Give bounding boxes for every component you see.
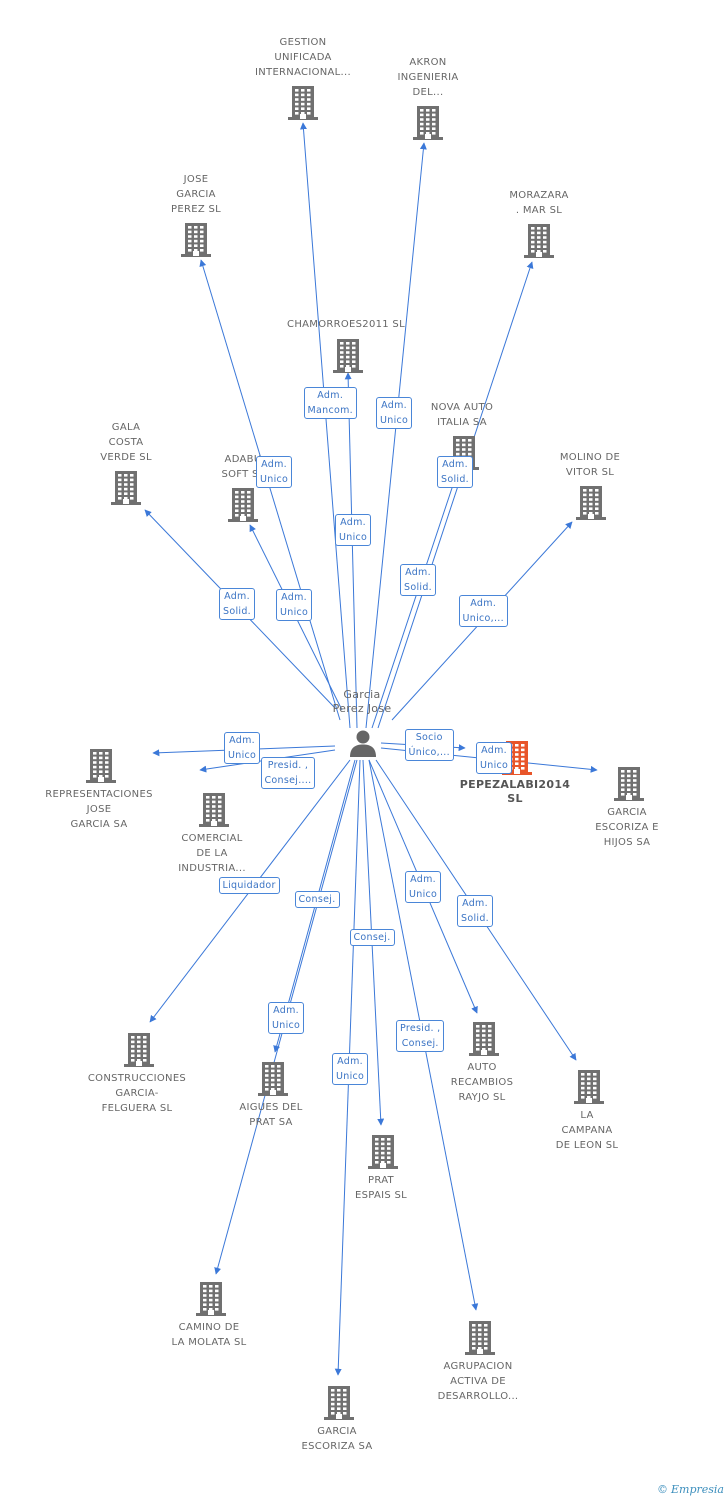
company-name: GARCIA ESCORIZA SA <box>301 1426 373 1452</box>
brand-name: Empresia <box>671 1483 724 1496</box>
edge-label-jose_garcia[interactable]: Adm. Unico <box>256 456 293 488</box>
company-node-molino[interactable]: MOLINO DE VITOR SL <box>530 450 650 480</box>
company-name: MOLINO DE VITOR SL <box>559 452 621 478</box>
company-name: PEPEZALABI2014 SL <box>459 778 571 805</box>
company-name: REPRESENTACIONES JOSE GARCIA SA <box>45 789 153 830</box>
building-icon[interactable] <box>323 1385 355 1421</box>
company-name: LA CAMPANA DE LEON SL <box>555 1110 619 1151</box>
building-icon[interactable] <box>195 1281 227 1317</box>
company-node-morazara[interactable]: MORAZARA . MAR SL <box>479 188 599 218</box>
company-name: AKRON INGENIERIA DEL... <box>397 57 459 98</box>
company-name: JOSE GARCIA PEREZ SL <box>171 174 221 215</box>
edge-line-gestion <box>299 122 351 729</box>
center-person-name[interactable]: Garcia Perez Jose <box>332 688 392 715</box>
company-node-auto_recambios[interactable]: AUTO RECAMBIOS RAYJO SL <box>422 1060 542 1105</box>
company-node-akron[interactable]: AKRON INGENIERIA DEL... <box>368 55 488 100</box>
building-icon[interactable] <box>613 766 645 802</box>
company-node-aigues[interactable]: AIGUES DEL PRAT SA <box>211 1100 331 1130</box>
edge-label-pepezalabi[interactable]: Socio Único,... <box>404 729 454 761</box>
building-icon[interactable] <box>412 105 444 141</box>
company-name: NOVA AUTO ITALIA SA <box>430 402 494 428</box>
edge-label-garcia_escoriza_hijos[interactable]: Adm. Unico <box>476 742 513 774</box>
company-node-prat_espais[interactable]: PRAT ESPAIS SL <box>321 1173 441 1203</box>
edge-label-adabu[interactable]: Adm. Unico <box>276 589 313 621</box>
company-node-la_campana[interactable]: LA CAMPANA DE LEON SL <box>527 1108 647 1153</box>
company-name: AIGUES DEL PRAT SA <box>239 1102 303 1128</box>
building-icon[interactable] <box>85 748 117 784</box>
building-icon[interactable] <box>287 85 319 121</box>
person-icon[interactable] <box>348 728 378 762</box>
company-node-nova[interactable]: NOVA AUTO ITALIA SA <box>402 400 522 430</box>
building-icon[interactable] <box>464 1320 496 1356</box>
edge-label-gala[interactable]: Adm. Solid. <box>219 588 255 620</box>
company-name: COMERCIAL DE LA INDUSTRIA... <box>178 833 246 874</box>
building-icon[interactable] <box>227 487 259 523</box>
edge-label-representaciones[interactable]: Adm. Unico <box>224 732 261 764</box>
edge-line-morazara <box>377 261 534 729</box>
building-icon[interactable] <box>575 485 607 521</box>
company-node-agrupacion[interactable]: AGRUPACION ACTIVA DE DESARROLLO... <box>418 1359 538 1404</box>
company-name: CHAMORROES2011 SL <box>287 319 405 330</box>
building-icon[interactable] <box>257 1061 289 1097</box>
edge-label-akron[interactable]: Adm. Unico <box>376 397 413 429</box>
edge-label-agrupacion[interactable]: Presid. , Consej. <box>396 1020 445 1052</box>
company-name: MORAZARA . MAR SL <box>509 190 569 216</box>
building-icon[interactable] <box>110 470 142 506</box>
company-node-gala[interactable]: GALA COSTA VERDE SL <box>66 420 186 465</box>
company-name: PRAT ESPAIS SL <box>355 1175 407 1201</box>
edge-label-aigues[interactable]: Consej. <box>294 890 340 908</box>
company-node-chamorroes[interactable]: CHAMORROES2011 SL <box>286 317 406 332</box>
company-name: CAMINO DE LA MOLATA SL <box>171 1322 247 1348</box>
company-node-garcia_escoriza_hijos[interactable]: GARCIA ESCORIZA E HIJOS SA <box>567 805 687 850</box>
edge-label-chamorroes[interactable]: Adm. Unico <box>335 514 372 546</box>
building-icon[interactable] <box>523 223 555 259</box>
edge-label-camino[interactable]: Adm. Unico <box>268 1002 305 1034</box>
building-icon[interactable] <box>573 1069 605 1105</box>
company-name: GALA COSTA VERDE SL <box>100 422 152 463</box>
company-node-camino[interactable]: CAMINO DE LA MOLATA SL <box>149 1320 269 1350</box>
edge-label-molino[interactable]: Adm. Unico,... <box>458 595 508 627</box>
company-node-representaciones[interactable]: REPRESENTACIONES JOSE GARCIA SA <box>39 787 159 832</box>
building-icon[interactable] <box>468 1021 500 1057</box>
building-icon[interactable] <box>332 338 364 374</box>
edge-label-nova[interactable]: Adm. Solid. <box>400 564 436 596</box>
building-icon[interactable] <box>198 792 230 828</box>
edge-label-comercial[interactable]: Presid. , Consej.... <box>260 757 316 789</box>
edge-label-morazara[interactable]: Adm. Solid. <box>437 456 473 488</box>
building-icon[interactable] <box>367 1134 399 1170</box>
company-node-comercial[interactable]: COMERCIAL DE LA INDUSTRIA... <box>152 831 272 876</box>
company-name: AUTO RECAMBIOS RAYJO SL <box>450 1062 514 1103</box>
building-icon[interactable] <box>123 1032 155 1068</box>
edge-label-gestion[interactable]: Adm. Mancom. <box>303 387 357 419</box>
company-name: GARCIA ESCORIZA E HIJOS SA <box>595 807 659 848</box>
company-name: CONSTRUCCIONES GARCIA- FELGUERA SL <box>87 1073 187 1114</box>
building-icon[interactable] <box>180 222 212 258</box>
edge-label-la_campana[interactable]: Adm. Solid. <box>457 895 493 927</box>
edge-line-nova <box>371 469 460 729</box>
company-node-garcia_escoriza[interactable]: GARCIA ESCORIZA SA <box>277 1424 397 1454</box>
company-node-construcciones[interactable]: CONSTRUCCIONES GARCIA- FELGUERA SL <box>77 1071 197 1116</box>
edge-label-auto_recambios[interactable]: Adm. Unico <box>405 871 442 903</box>
edge-line-chamorroes <box>344 372 358 729</box>
copyright-symbol: © <box>657 1483 668 1496</box>
brand-logo: ©Empresia <box>657 1483 724 1496</box>
company-node-gestion[interactable]: GESTION UNIFICADA INTERNACIONAL... <box>243 35 363 80</box>
company-node-pepezalabi[interactable]: PEPEZALABI2014 SL <box>455 778 575 806</box>
edge-line-akron <box>365 142 427 729</box>
edge-line-jose_garcia <box>199 259 341 721</box>
edge-label-prat_espais[interactable]: Consej. <box>349 928 395 946</box>
edge-label-construcciones[interactable]: Liquidador <box>218 876 280 894</box>
company-node-jose_garcia[interactable]: JOSE GARCIA PEREZ SL <box>136 172 256 217</box>
edge-label-garcia_escoriza[interactable]: Adm. Unico <box>332 1053 369 1085</box>
company-name: GESTION UNIFICADA INTERNACIONAL... <box>255 37 351 78</box>
company-name: AGRUPACION ACTIVA DE DESARROLLO... <box>437 1361 519 1402</box>
